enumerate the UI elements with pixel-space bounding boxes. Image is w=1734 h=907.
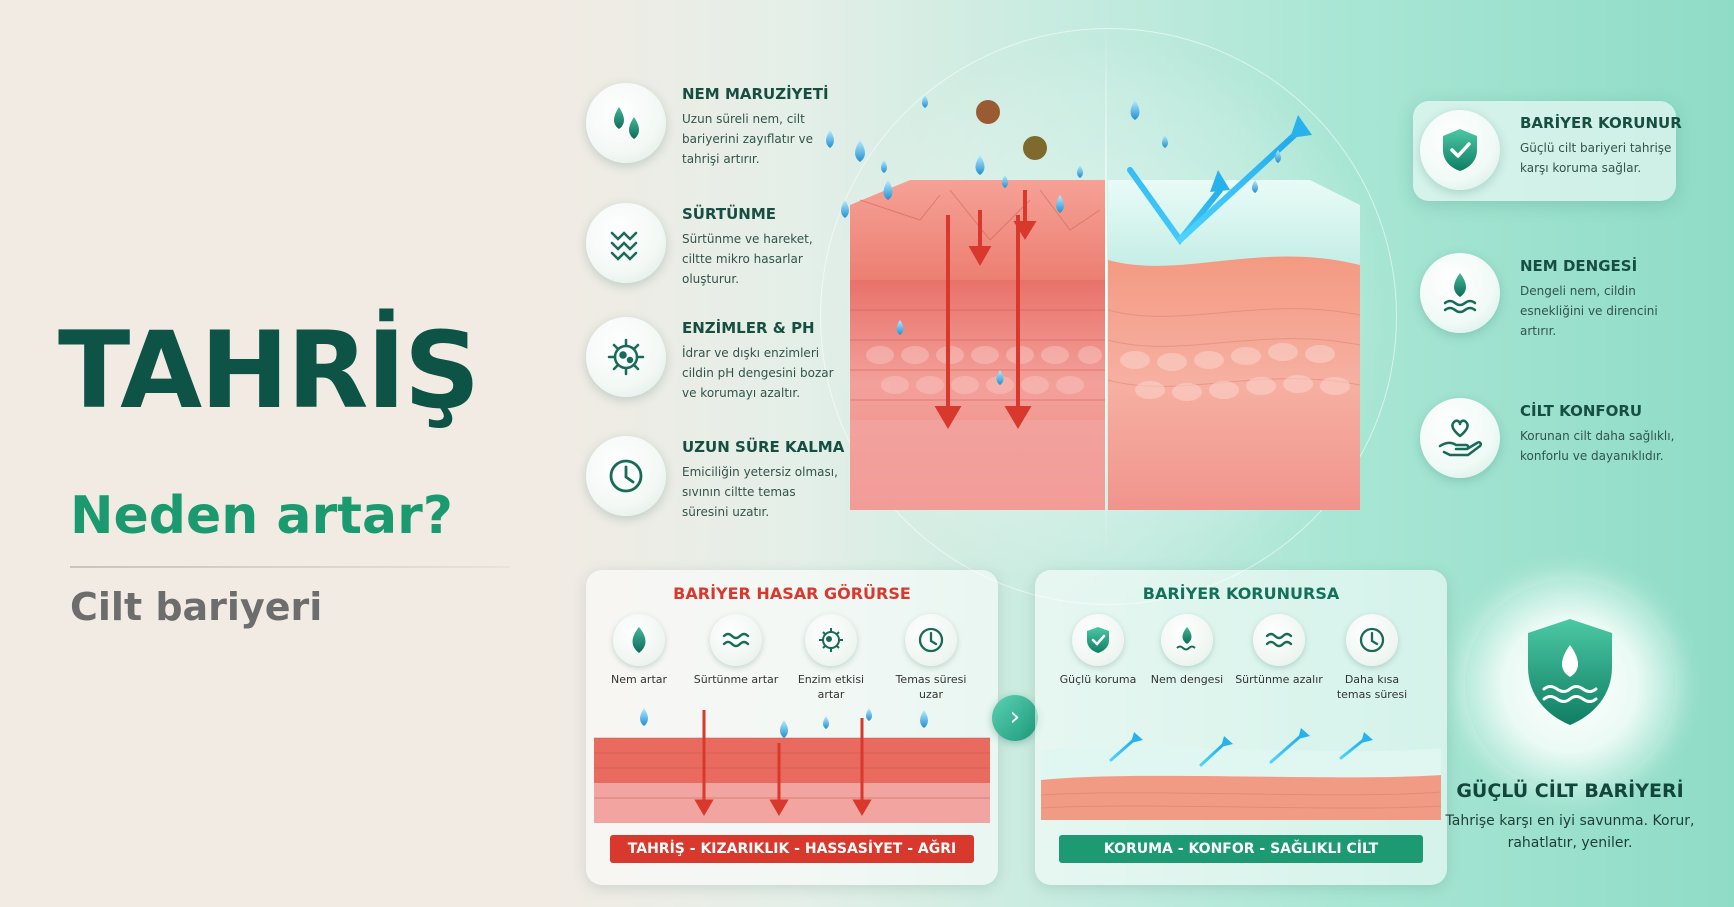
benefit-cilt-konforu: CİLT KONFORU Korunan cilt daha sağlıklı,… bbox=[1420, 398, 1690, 498]
healthy-skin-strip-illustration bbox=[1041, 728, 1441, 820]
damaged-skin-strip-illustration bbox=[594, 708, 990, 823]
drop-waves-icon bbox=[1420, 253, 1500, 333]
benefit-title: NEM DENGESİ bbox=[1520, 257, 1638, 275]
protect-item-temas: Daha kısa temas süresi bbox=[1327, 614, 1417, 702]
factor-enzimler-ph: ENZİMLER & PH İdrar ve dışkı enzimleri c… bbox=[586, 317, 916, 417]
next-arrow-button[interactable]: › bbox=[992, 695, 1038, 741]
protect-item-koruma: Güçlü koruma bbox=[1053, 614, 1143, 687]
shield-check-icon bbox=[1420, 110, 1500, 190]
benefit-desc: Dengeli nem, cildin esnekliğini ve diren… bbox=[1520, 284, 1658, 338]
damaged-skin-block bbox=[826, 95, 1105, 510]
drop-icon bbox=[613, 614, 665, 666]
title-divider bbox=[70, 566, 510, 568]
waves-icon bbox=[710, 614, 762, 666]
damage-item-label: Nem artar bbox=[610, 673, 668, 686]
protect-item-nem: Nem dengesi bbox=[1142, 614, 1232, 687]
clock-icon bbox=[1346, 614, 1398, 666]
heart-hand-icon bbox=[1420, 398, 1500, 478]
protect-item-label: Güçlü koruma bbox=[1059, 673, 1137, 686]
page-subtitle: Neden artar? bbox=[70, 486, 453, 546]
water-drops-icon bbox=[586, 83, 666, 163]
waves-icon bbox=[1253, 614, 1305, 666]
benefit-title: CİLT KONFORU bbox=[1520, 402, 1643, 420]
damage-outcome-bar: TAHRİŞ - KIZARIKLIK - HASSASİYET - AĞRI bbox=[610, 835, 974, 863]
factor-title: NEM MARUZİYETİ bbox=[682, 85, 829, 103]
healthy-skin-block bbox=[1107, 100, 1361, 510]
factor-desc: Emiciliğin yetersiz olması, sıvının cilt… bbox=[682, 465, 838, 519]
damage-item-nem: Nem artar bbox=[594, 614, 684, 687]
damage-item-enzim: Enzim etkisi artar bbox=[786, 614, 876, 702]
benefit-nem-dengesi: NEM DENGESİ Dengeli nem, cildin esnekliğ… bbox=[1420, 253, 1690, 353]
microbe-icon bbox=[805, 614, 857, 666]
factor-desc: Uzun süreli nem, cilt bariyerini zayıfla… bbox=[682, 112, 814, 166]
factor-nem-maruziyeti: NEM MARUZİYETİ Uzun süreli nem, cilt bar… bbox=[586, 83, 916, 183]
damage-item-label: Sürtünme artar bbox=[693, 673, 779, 686]
page-caption: Cilt bariyeri bbox=[70, 585, 323, 629]
microbe-icon bbox=[976, 100, 1047, 160]
strong-barrier-desc: Tahrişe karşı en iyi savunma. Korur, rah… bbox=[1445, 813, 1695, 851]
damage-item-label: Temas süresi uzar bbox=[895, 673, 967, 701]
comparison-divider bbox=[1105, 20, 1107, 560]
benefit-title: BARİYER KORUNUR bbox=[1520, 114, 1682, 132]
damage-item-temas: Temas süresi uzar bbox=[886, 614, 976, 702]
factor-title: UZUN SÜRE KALMA bbox=[682, 438, 845, 456]
benefit-desc: Korunan cilt daha sağlıklı, konforlu ve … bbox=[1520, 429, 1675, 463]
factor-desc: İdrar ve dışkı enzimleri cildin pH denge… bbox=[682, 346, 834, 400]
clock-icon bbox=[905, 614, 957, 666]
benefit-desc: Güçlü cilt bariyeri tahrişe karşı koruma… bbox=[1520, 141, 1672, 175]
factor-title: SÜRTÜNME bbox=[682, 205, 776, 223]
protect-panel-title: BARİYER KORUNURSA bbox=[1142, 584, 1340, 603]
damage-item-surtunme: Sürtünme artar bbox=[691, 614, 781, 687]
benefit-bariyer-korunur: BARİYER KORUNUR Güçlü cilt bariyeri tahr… bbox=[1420, 110, 1690, 210]
protect-item-surtunme: Sürtünme azalır bbox=[1234, 614, 1324, 687]
protect-item-label: Daha kısa temas süresi bbox=[1336, 673, 1408, 701]
friction-icon bbox=[586, 203, 666, 283]
damage-panel-title: BARİYER HASAR GÖRÜRSE bbox=[673, 584, 911, 603]
factor-desc: Sürtünme ve hareket, ciltte mikro hasarl… bbox=[682, 232, 813, 286]
strong-barrier-title: GÜÇLÜ CİLT BARİYERİ bbox=[1456, 780, 1684, 802]
protect-panel: BARİYER KORUNURSA Güçlü koruma Nem denge… bbox=[1035, 570, 1447, 885]
shield-icon bbox=[1072, 614, 1124, 666]
page-title: TAHRİŞ bbox=[58, 309, 480, 432]
drop-waves-icon bbox=[1161, 614, 1213, 666]
clock-icon bbox=[586, 436, 666, 516]
shield-drop-icon bbox=[1528, 619, 1612, 725]
factor-uzun-sure-kalma: UZUN SÜRE KALMA Emiciliğin yetersiz olma… bbox=[586, 436, 916, 536]
skin-cross-section-illustration bbox=[826, 95, 1361, 510]
protect-item-label: Sürtünme azalır bbox=[1235, 673, 1323, 686]
protect-item-label: Nem dengesi bbox=[1150, 673, 1224, 686]
damage-item-label: Enzim etkisi artar bbox=[797, 673, 865, 701]
factor-title: ENZİMLER & PH bbox=[682, 319, 815, 337]
microbe-icon bbox=[586, 317, 666, 397]
factor-surtunme: SÜRTÜNME Sürtünme ve hareket, ciltte mik… bbox=[586, 203, 916, 303]
protect-outcome-bar: KORUMA - KONFOR - SAĞLIKLI CİLT bbox=[1059, 835, 1423, 863]
damage-panel: BARİYER HASAR GÖRÜRSE Nem artar Sürtünme… bbox=[586, 570, 998, 885]
